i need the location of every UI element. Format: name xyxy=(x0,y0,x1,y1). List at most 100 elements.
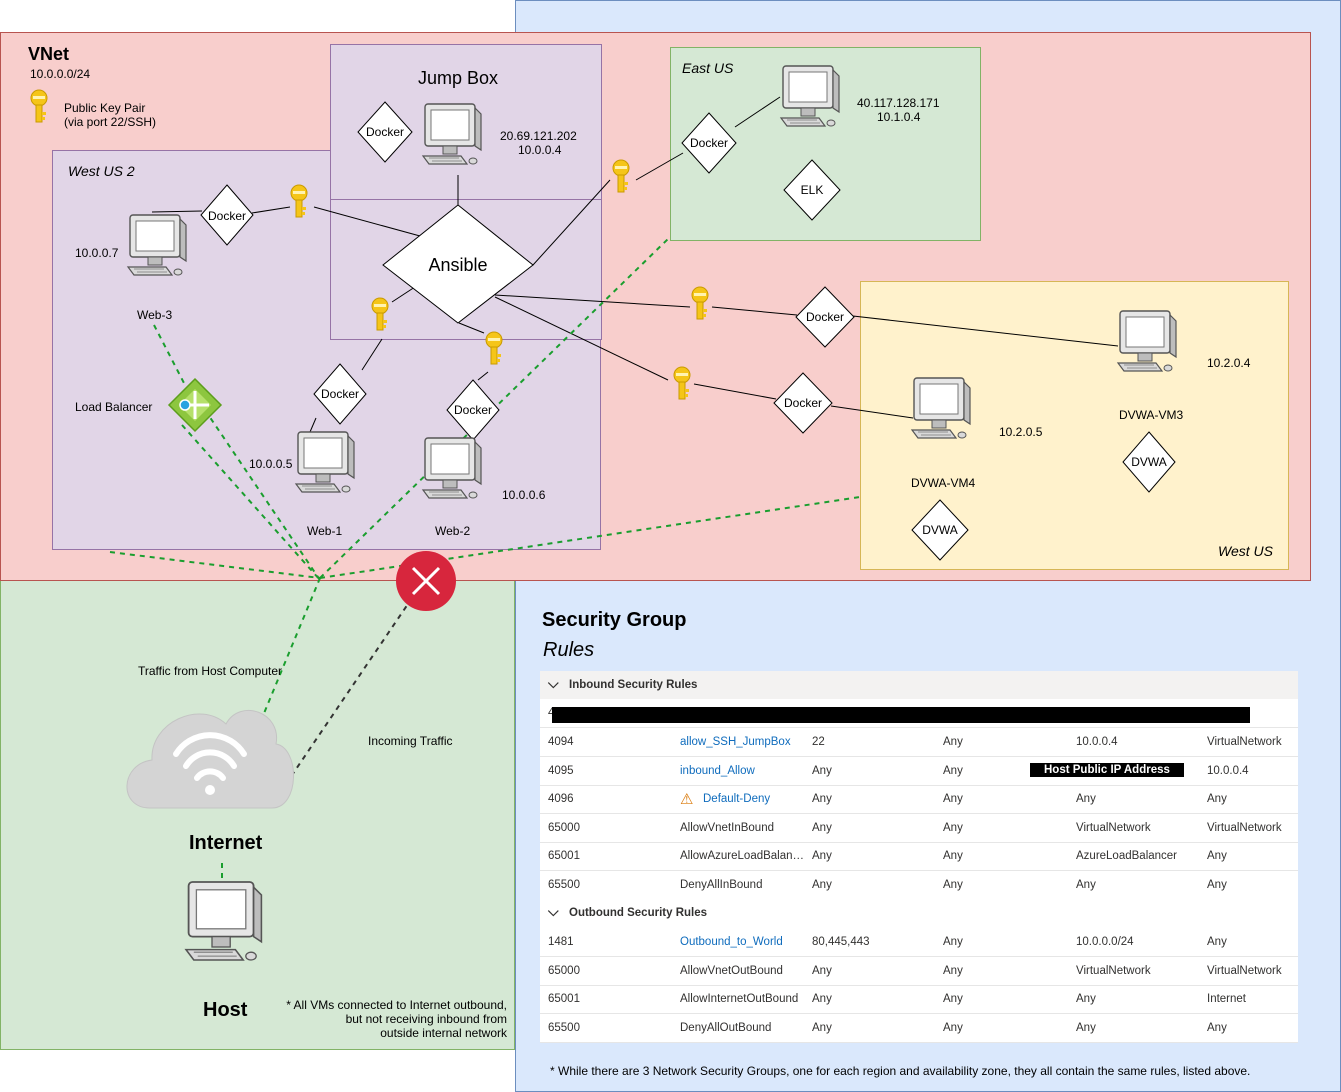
rule-destination: VirtualNetwork xyxy=(1207,736,1282,748)
rule-destination: Any xyxy=(1207,793,1227,805)
key-legend-line2: (via port 22/SSH) xyxy=(64,115,157,129)
eastus-public-ip: 40.117.128.171 xyxy=(857,96,940,110)
rule-priority: 65001 xyxy=(548,850,580,862)
rule-port: 22 xyxy=(812,736,825,748)
dvwa-vm4-service-diamond xyxy=(911,499,969,561)
eastus-vm-icon xyxy=(780,65,840,127)
rule-source: 10.0.0.4 xyxy=(1076,736,1118,748)
rule-priority: 65001 xyxy=(548,993,580,1005)
rule-protocol: Any xyxy=(943,764,963,777)
rule-destination: VirtualNetwork xyxy=(1207,821,1282,834)
web1-docker-label: Docker xyxy=(320,387,359,401)
jump-box-title: Jump Box xyxy=(418,68,499,88)
key-legend-line1: Public Key Pair xyxy=(64,101,146,115)
rule-priority: 65500 xyxy=(548,878,580,891)
rule-priority: 65000 xyxy=(548,964,580,977)
rule-port: 80,445,443 xyxy=(812,936,870,948)
chevron-down-icon: ⌵ xyxy=(548,675,559,691)
host-vm-icon xyxy=(185,881,263,961)
web2-docker-label: Docker xyxy=(453,403,492,417)
rule-port: Any xyxy=(812,793,832,805)
rule-protocol: Any xyxy=(943,1021,963,1034)
rule-destination: 10.0.0.4 xyxy=(1207,764,1249,777)
rule-port: Any xyxy=(812,764,832,777)
web2-key-icon xyxy=(485,331,503,365)
rule-name[interactable]: Default-Deny xyxy=(703,793,771,805)
rule-destination: Any xyxy=(1207,936,1227,948)
rule-name[interactable]: allow_SSH_JumpBox xyxy=(680,736,791,748)
jump-box-private-ip: 10.0.0.4 xyxy=(518,143,562,157)
dvwa-vm4-name: DVWA-VM4 xyxy=(911,476,976,490)
eastus-docker-diamond xyxy=(681,112,737,174)
security-group-title: Security Group xyxy=(542,609,687,631)
eastus-key-icon xyxy=(612,159,630,193)
rule-priority: 4096 xyxy=(548,793,574,805)
rule-destination: Internet xyxy=(1207,993,1246,1005)
dvwa-vm3-ip: 10.2.0.4 xyxy=(1207,356,1251,370)
rule-destination: Any xyxy=(1207,878,1227,891)
web3-vm-icon xyxy=(127,214,187,276)
web3-docker-label: Docker xyxy=(207,209,246,223)
rule-priority: 1481 xyxy=(548,936,574,948)
rule-source: VirtualNetwork xyxy=(1076,821,1151,834)
jump-box-public-ip: 20.69.121.202 xyxy=(500,129,577,143)
warning-icon: ⚠ xyxy=(680,791,694,808)
internet-cloud-icon xyxy=(126,709,294,809)
outbound-rules-header-label: Outbound Security Rules xyxy=(569,907,708,919)
rule-name: AllowVnetInBound xyxy=(680,821,774,834)
web3-name: Web-3 xyxy=(137,308,173,322)
dvwa-vm3-key-icon xyxy=(691,286,709,320)
vnet-cidr: 10.0.0.0/24 xyxy=(30,67,91,81)
inbound-rules-header[interactable]: ⌵ Inbound Security Rules xyxy=(540,671,1298,699)
rule-protocol: Any xyxy=(943,793,963,805)
web1-ip: 10.0.0.5 xyxy=(249,457,293,471)
load-balancer-label: Load Balancer xyxy=(75,400,153,414)
dvwa-vm3-icon xyxy=(1117,310,1177,372)
web1-vm-icon xyxy=(295,431,355,493)
elk-label: ELK xyxy=(800,183,824,197)
rule-priority: 4094 xyxy=(548,736,574,748)
region-label-east-us: East US xyxy=(682,60,734,76)
rule-priority: 4095 xyxy=(548,764,574,777)
rule-name[interactable]: Outbound_to_World xyxy=(680,936,783,948)
security-group-footnote: * While there are 3 Network Security Gro… xyxy=(550,1064,1251,1078)
rule-port: Any xyxy=(812,1021,832,1034)
host-note-line2: but not receiving inbound from xyxy=(345,1012,507,1026)
rule-name[interactable]: inbound_Allow xyxy=(680,764,755,777)
load-balancer-icon xyxy=(167,377,223,433)
rule-source: VirtualNetwork xyxy=(1076,964,1151,977)
web1-key-icon xyxy=(371,297,389,331)
traffic-from-host-label: Traffic from Host Computer xyxy=(138,664,283,678)
jump-box-divider xyxy=(330,199,602,200)
dvwa-vm3-service-label: DVWA xyxy=(1131,455,1167,469)
internet-label: Internet xyxy=(189,832,263,854)
host-note-line3: outside internal network xyxy=(380,1026,507,1040)
rule-port: Any xyxy=(812,964,832,977)
rule-protocol: Any xyxy=(943,936,963,948)
legend-key-icon xyxy=(30,89,48,123)
redaction-bar xyxy=(552,707,1250,723)
host-note-line1: * All VMs connected to Internet outbound… xyxy=(286,998,507,1012)
outbound-rules-header[interactable]: ⌵ Outbound Security Rules xyxy=(540,899,1298,927)
rule-name: DenyAllInBound xyxy=(680,878,763,891)
jumpbox-docker-diamond xyxy=(357,101,413,163)
web3-ip: 10.0.0.7 xyxy=(75,246,119,260)
ansible-diamond xyxy=(382,204,534,324)
jumpbox-vm-icon xyxy=(422,103,482,165)
dvwa-vm3-service-diamond xyxy=(1122,431,1176,493)
rule-port: Any xyxy=(812,993,832,1005)
dvwa-vm4-ip: 10.2.0.5 xyxy=(999,425,1043,439)
dvwa-vm4-service-label: DVWA xyxy=(922,523,958,537)
security-group-subtitle: Rules xyxy=(543,639,595,661)
